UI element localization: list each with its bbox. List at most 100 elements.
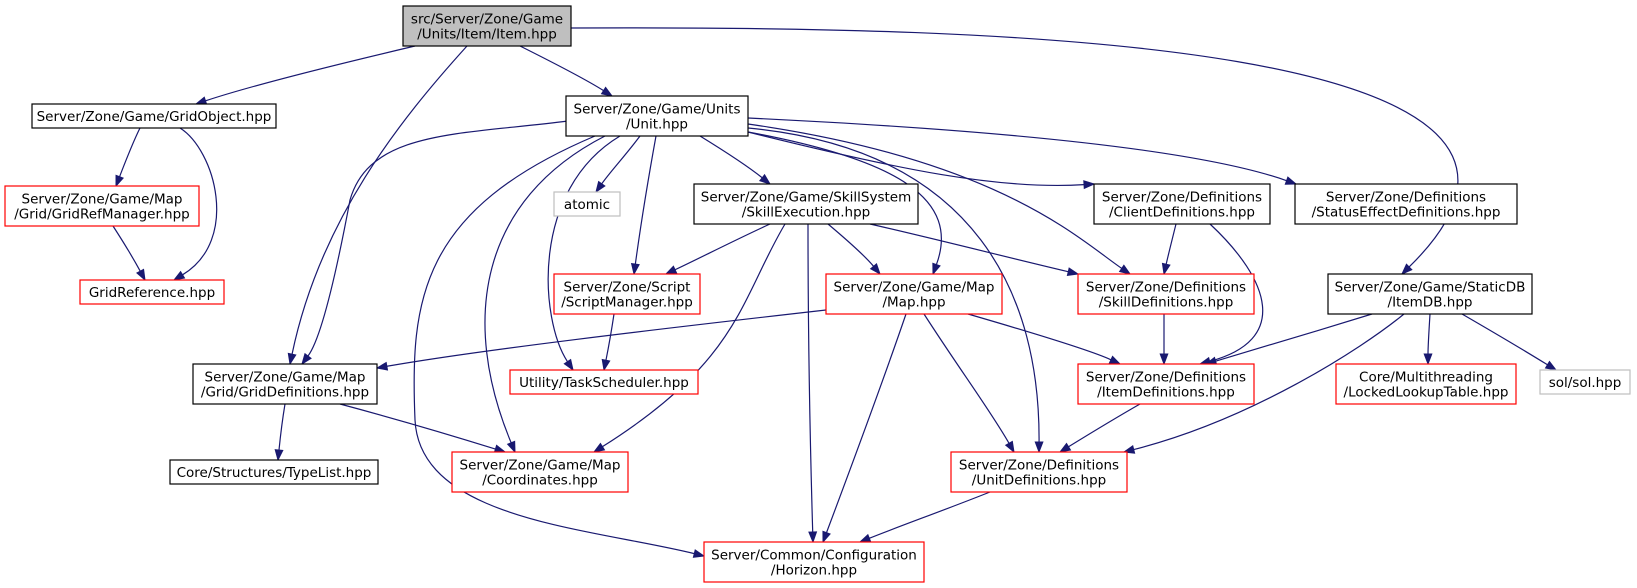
- node-item-hpp[interactable]: src/Server/Zone/Game/Units/Item/Item.hpp: [402, 5, 572, 47]
- node-label-line: Core/Structures/TypeList.hpp: [177, 465, 372, 481]
- node-box: [553, 273, 701, 315]
- edge-line: [602, 223, 786, 448]
- edge-map_hpp-to-unitdefinitions_hpp: [923, 313, 1015, 454]
- node-label-line: /StatusEffectDefinitions.hpp: [1312, 205, 1501, 221]
- edge-line: [634, 135, 657, 265]
- arrowhead: [1108, 355, 1122, 365]
- node-box: [950, 451, 1128, 493]
- node-skilldefinitions-hpp[interactable]: Server/Zone/Definitions/SkillDefinitions…: [1077, 273, 1255, 315]
- node-label-line: /Unit.hpp: [626, 117, 688, 133]
- edge-unit_hpp-to-griddefinitions_hpp: [301, 120, 569, 366]
- edge-item_hpp-to-unit_hpp: [519, 45, 614, 97]
- node-lockedlookuptable-hpp[interactable]: Core/Multithreading/LockedLookupTable.hp…: [1335, 363, 1517, 405]
- node-box: [693, 183, 919, 225]
- edge-unitdefinitions_hpp-to-horizon_hpp: [858, 491, 991, 543]
- edge-line: [747, 117, 1287, 182]
- node-label-line: atomic: [564, 197, 610, 213]
- edge-line: [1215, 313, 1373, 362]
- edge-line: [278, 403, 286, 451]
- arrowhead: [1118, 264, 1132, 275]
- edge-item_hpp-to-griddefinitions_hpp: [287, 45, 468, 366]
- edge-line: [339, 403, 496, 450]
- node-statuseffectdefinitions-hpp[interactable]: Server/Zone/Definitions/StatusEffectDefi…: [1294, 183, 1518, 225]
- node-clientdefinitions-hpp[interactable]: Server/Zone/Definitions/ClientDefinition…: [1093, 183, 1271, 225]
- edge-line: [205, 45, 416, 102]
- edge-itemdefinitions_hpp-to-unitdefinitions_hpp: [1058, 403, 1141, 453]
- arrowhead: [858, 533, 872, 543]
- node-box: [1093, 183, 1271, 225]
- arrowhead: [808, 531, 818, 544]
- node-unit-hpp[interactable]: Server/Zone/Game/Units/Unit.hpp: [565, 95, 749, 137]
- arrowhead: [595, 180, 606, 194]
- edge-gridobject_hpp-to-gridreference_hpp: [172, 127, 218, 281]
- edges-layer: [112, 27, 1558, 558]
- node-label-line: Server/Zone/Game/StaticDB: [1335, 280, 1526, 296]
- edge-line: [601, 135, 641, 185]
- arrowhead: [136, 268, 146, 282]
- node-box: [1327, 273, 1533, 315]
- node-label-line: Server/Zone/Game/Map: [22, 192, 183, 208]
- node-unitdefinitions-hpp[interactable]: Server/Zone/Definitions/UnitDefinitions.…: [950, 451, 1128, 493]
- arrowhead: [601, 358, 611, 372]
- node-atomic[interactable]: atomic: [553, 191, 621, 217]
- node-label-line: Server/Zone/Game/Map: [205, 370, 366, 386]
- edge-unit_hpp-to-skillexecution_hpp: [699, 135, 772, 185]
- node-griddefinitions-hpp[interactable]: Server/Zone/Game/Map/Grid/GridDefinition…: [192, 363, 378, 405]
- edge-scriptmanager_hpp-to-taskscheduler_hpp: [601, 313, 615, 372]
- node-itemdefinitions-hpp[interactable]: Server/Zone/Definitions/ItemDefinitions.…: [1077, 363, 1255, 405]
- node-gridreference-hpp[interactable]: GridReference.hpp: [79, 279, 225, 305]
- arrowhead: [172, 270, 186, 281]
- edge-map_hpp-to-horizon_hpp: [822, 313, 907, 544]
- node-label-line: src/Server/Zone/Game: [411, 12, 563, 28]
- node-label-line: /ItemDefinitions.hpp: [1097, 385, 1235, 401]
- edge-line: [519, 45, 604, 92]
- edge-item_hpp-to-itemdb_hpp: [570, 27, 1459, 275]
- node-box: [565, 95, 749, 137]
- node-taskscheduler-hpp[interactable]: Utility/TaskScheduler.hpp: [509, 369, 699, 395]
- node-label-line: GridReference.hpp: [89, 285, 215, 301]
- edge-line: [1133, 313, 1405, 451]
- edge-line: [674, 223, 771, 271]
- node-gridobject-hpp[interactable]: Server/Zone/Game/GridObject.hpp: [31, 103, 277, 129]
- edge-line: [869, 223, 1069, 273]
- arrowhead: [506, 440, 516, 454]
- node-itemdb-hpp[interactable]: Server/Zone/Game/StaticDB/ItemDB.hpp: [1327, 273, 1533, 315]
- edge-griddefinitions_hpp-to-coordinates_hpp: [339, 403, 507, 454]
- node-box: [1539, 369, 1631, 395]
- arrowhead: [822, 530, 831, 544]
- node-typelist-hpp[interactable]: Core/Structures/TypeList.hpp: [169, 459, 379, 485]
- node-coordinates-hpp[interactable]: Server/Zone/Game/Map/Coordinates.hpp: [451, 451, 629, 493]
- arrowhead: [600, 86, 614, 97]
- node-label-line: /Coordinates.hpp: [482, 473, 598, 489]
- node-gridrefmanager-hpp[interactable]: Server/Zone/Game/Map/Grid/GridRefManager…: [4, 185, 200, 227]
- edge-unit_hpp-to-horizon_hpp: [413, 135, 706, 558]
- edge-line: [112, 225, 141, 272]
- edge-line: [570, 27, 1459, 268]
- arrowhead: [692, 549, 706, 558]
- edge-unit_hpp-to-statuseffectdefinitions_hpp: [747, 117, 1298, 185]
- node-label-line: Server/Zone/Game/GridObject.hpp: [37, 109, 272, 125]
- edge-unit_hpp-to-scriptmanager_hpp: [630, 135, 657, 276]
- node-box: [4, 185, 200, 227]
- node-map-hpp[interactable]: Server/Zone/Game/Map/Map.hpp: [825, 273, 1003, 315]
- node-box: [169, 459, 379, 485]
- node-label-line: Server/Zone/Game/Map: [834, 280, 995, 296]
- arrowhead: [1159, 353, 1169, 366]
- edge-skillexecution_hpp-to-scriptmanager_hpp: [664, 223, 771, 275]
- node-label-line: Server/Zone/Game/SkillSystem: [701, 190, 911, 206]
- arrowhead: [115, 174, 124, 188]
- edge-line: [386, 309, 827, 367]
- edge-line: [1068, 403, 1141, 448]
- node-horizon-hpp[interactable]: Server/Common/Configuration/Horizon.hpp: [703, 541, 925, 583]
- edge-gridrefmanager_hpp-to-gridreference_hpp: [112, 225, 146, 282]
- edge-line: [747, 127, 1040, 443]
- node-scriptmanager-hpp[interactable]: Server/Zone/Script/ScriptManager.hpp: [553, 273, 701, 315]
- node-label-line: /LockedLookupTable.hpp: [1344, 385, 1509, 401]
- node-skillexecution-hpp[interactable]: Server/Zone/Game/SkillSystem/SkillExecut…: [693, 183, 919, 225]
- node-box: [31, 103, 277, 129]
- node-box: [1077, 363, 1255, 405]
- edge-line: [869, 491, 991, 539]
- node-label-line: Server/Zone/Definitions: [1086, 280, 1246, 296]
- edge-line: [291, 45, 468, 355]
- node-sol-hpp[interactable]: sol/sol.hpp: [1539, 369, 1631, 395]
